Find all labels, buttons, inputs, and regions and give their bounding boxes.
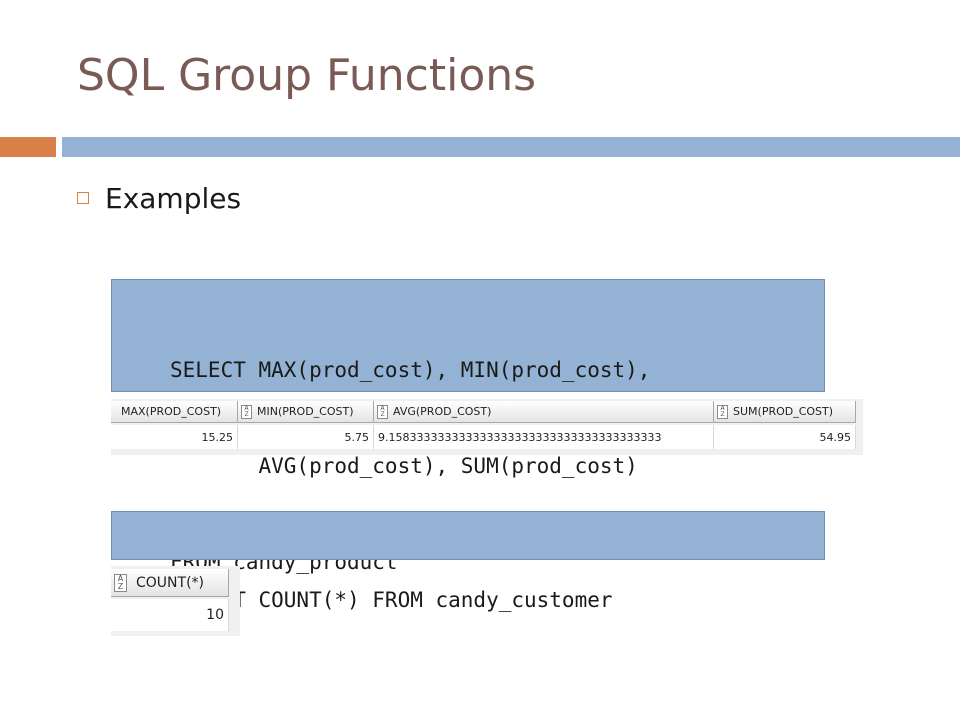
bullet-item: Examples xyxy=(77,178,241,218)
column-header[interactable]: MAX(PROD_COST) xyxy=(111,401,238,423)
accent-bar-blue xyxy=(62,137,960,157)
column-header-label: MIN(PROD_COST) xyxy=(257,405,354,418)
column-header-label: COUNT(*) xyxy=(136,574,204,591)
sql-query-box: SELECT MAX(prod_cost), MIN(prod_cost), A… xyxy=(111,279,825,574)
accent-bar-orange xyxy=(0,137,56,157)
column-header-label: AVG(PROD_COST) xyxy=(393,405,492,418)
square-bullet-icon xyxy=(77,192,89,204)
result-cell[interactable]: 5.75 xyxy=(238,425,374,449)
column-header-label: SUM(PROD_COST) xyxy=(733,405,834,418)
result-cell[interactable]: 10 xyxy=(111,599,229,631)
sql-line: SELECT COUNT(*) FROM candy_customer xyxy=(170,588,613,612)
sql-line: SELECT MAX(prod_cost), MIN(prod_cost), xyxy=(170,358,651,382)
sql-line: AVG(prod_cost), SUM(prod_cost) xyxy=(170,454,638,478)
result-cell[interactable]: 9.15833333333333333333333333333333333333… xyxy=(374,425,714,449)
slide-title: SQL Group Functions xyxy=(77,50,537,101)
bullet-text: Examples xyxy=(105,181,242,215)
result-cell[interactable]: 54.95 xyxy=(714,425,856,449)
column-header-label: MAX(PROD_COST) xyxy=(121,405,222,418)
result-cell[interactable]: 15.25 xyxy=(111,425,238,449)
sql-query-box: SELECT COUNT(*) FROM candy_customer xyxy=(111,511,825,612)
